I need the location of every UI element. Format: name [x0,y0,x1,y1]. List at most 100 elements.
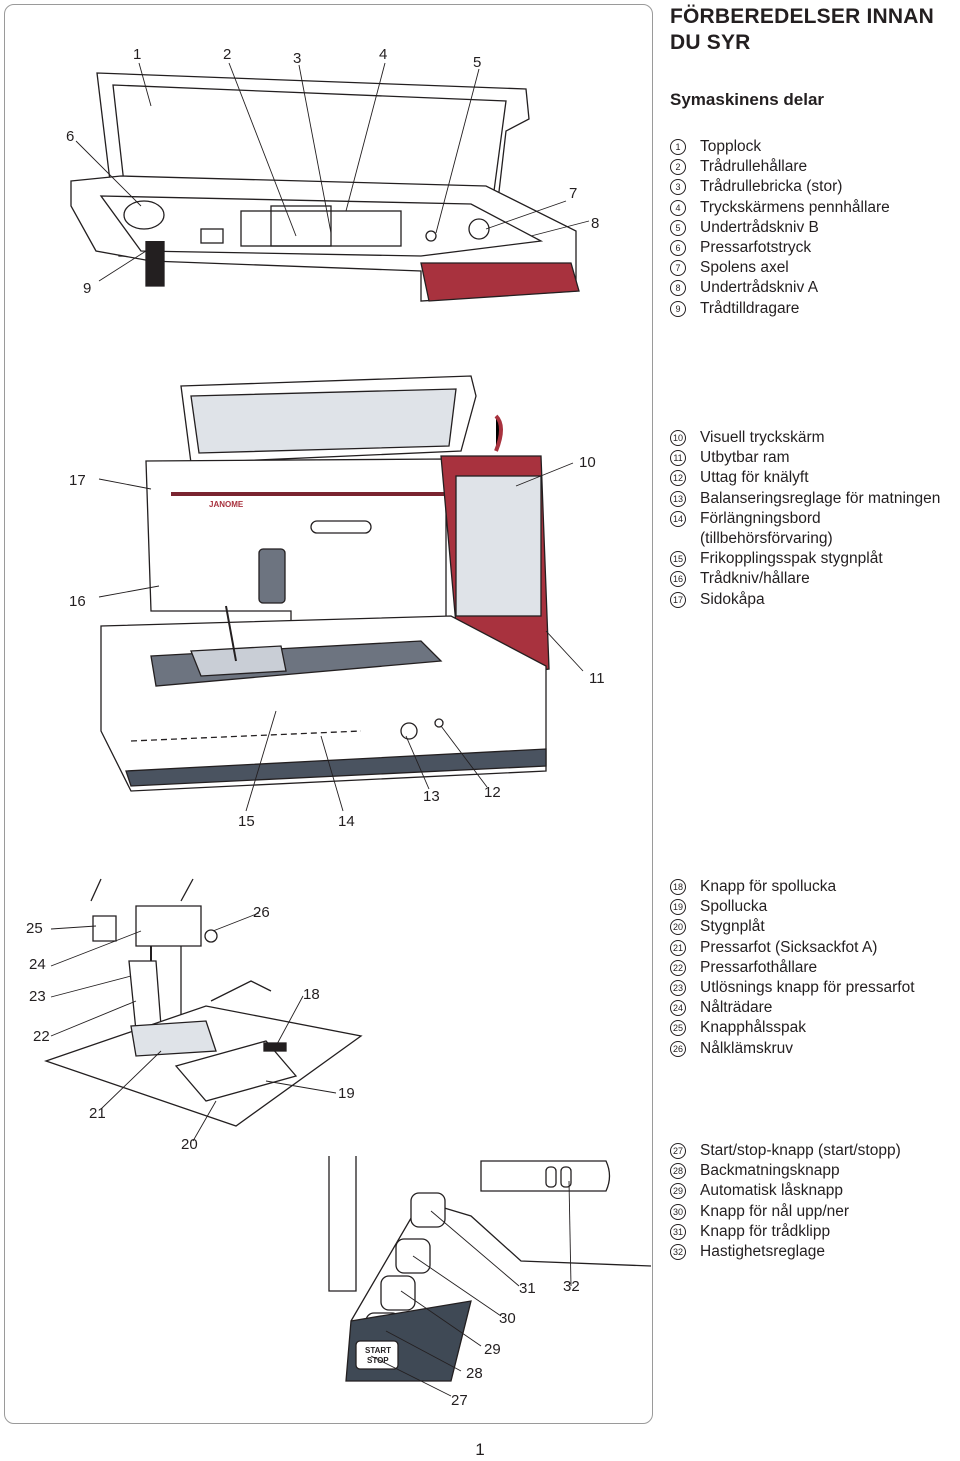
svg-text:16: 16 [69,593,86,610]
item-label: Nålklämskruv [700,1039,794,1057]
svg-text:26: 26 [253,904,270,921]
item-number-badge: 27 [670,1143,686,1159]
list-item: 20 Stygnplåt [670,917,915,937]
svg-text:15: 15 [238,813,255,830]
svg-text:25: 25 [26,920,43,937]
item-label: Knapp för spollucka [700,878,837,895]
svg-text:4: 4 [379,46,387,63]
item-number-badge: 8 [670,280,686,297]
item-number-badge: 13 [670,490,686,507]
svg-text:30: 30 [499,1310,516,1327]
item-number-badge: 2 [670,159,686,176]
item-number-badge: 32 [670,1243,686,1260]
svg-text:18: 18 [303,986,320,1003]
start-label: START [365,1346,391,1355]
svg-text:10: 10 [579,454,596,471]
buttons-figure [328,1156,652,1382]
item-number-badge: 15 [670,551,686,568]
item-number-badge: 28 [670,1163,686,1180]
item-number-badge: 10 [670,430,686,446]
svg-text:9: 9 [83,280,91,297]
item-label: Tryckskärmens pennhållare [700,198,890,216]
item-number-badge: 11 [670,450,686,467]
item-number-badge: 4 [670,199,686,216]
list-item-continuation: (tillbehörsförvaring) [670,529,940,549]
list-item: 19 Spollucka [670,897,915,917]
item-label: Knapp för nål upp/ner [700,1202,850,1220]
svg-text:1: 1 [133,46,141,63]
page-number: 1 [475,1440,485,1459]
item-label: Hastighetsreglage [700,1242,825,1260]
item-label: Förlängningsbord [700,509,821,527]
item-label: Stygnplåt [700,918,765,936]
svg-text:31: 31 [519,1280,536,1297]
item-label: Spolens axel [700,259,789,277]
list-item: 4 Tryckskärmens pennhållare [670,198,890,218]
item-label: Utlösnings knapp för pressarfot [700,978,915,996]
svg-text:3: 3 [293,50,301,67]
list-item: 23 Utlösnings knapp för pressarfot [670,978,915,998]
section-subtitle: Symaskinens delar [670,90,825,109]
list-item: 26 Nålklämskruv [670,1039,915,1059]
item-number-badge: 23 [670,979,686,996]
item-number-badge: 31 [670,1223,686,1240]
svg-text:8: 8 [591,215,599,232]
svg-text:24: 24 [29,956,46,973]
list-item: 29 Automatisk låsknapp [670,1181,901,1201]
svg-text:20: 20 [181,1136,198,1153]
svg-text:21: 21 [89,1105,106,1122]
svg-text:28: 28 [466,1365,483,1382]
item-label: Frikopplingsspak stygnplåt [700,550,883,568]
item-label: Uttag för knälyft [700,469,809,487]
item-number-badge: 3 [670,179,686,196]
item-number-badge: 6 [670,239,686,256]
item-label: Automatisk låsknapp [700,1182,844,1200]
item-number-badge: 20 [670,919,686,936]
svg-text:32: 32 [563,1278,580,1295]
item-number-badge: 5 [670,219,686,236]
item-number-badge: 19 [670,899,686,916]
fig1-callouts [75,62,590,282]
item-number-badge: 26 [670,1040,686,1057]
item-label: Balanseringsreglage för matningen [700,489,941,507]
svg-text:17: 17 [69,472,86,489]
list-item: 13 Balanseringsreglage för matningen [670,489,940,509]
stop-label: STOP [367,1356,389,1365]
item-label: Topplock [700,138,762,155]
page-title: FÖRBEREDELSER INNAN DU SYR [670,5,934,54]
fig2-callouts [98,414,584,812]
item-number-badge: 25 [670,1020,686,1037]
fig4-callouts [370,1180,572,1397]
item-number-badge: 22 [670,959,686,976]
item-label: Trådrullehållare [700,158,808,176]
item-label: Trådtilldragare [700,299,800,317]
list-item: 32 Hastighetsreglage [670,1242,901,1262]
item-label: Undertrådskniv B [700,218,819,236]
svg-text:11: 11 [589,670,605,687]
item-number-badge: 30 [670,1203,686,1220]
item-label: Nålträdare [700,999,773,1017]
list-item: 2 Trådrullehållare [670,157,890,177]
list-item: 5 Undertrådskniv B [670,218,890,238]
svg-text:13: 13 [423,788,440,805]
item-number-badge: 29 [670,1183,686,1200]
item-label: Spollucka [700,898,768,916]
brand-label: JANOME [209,500,244,509]
